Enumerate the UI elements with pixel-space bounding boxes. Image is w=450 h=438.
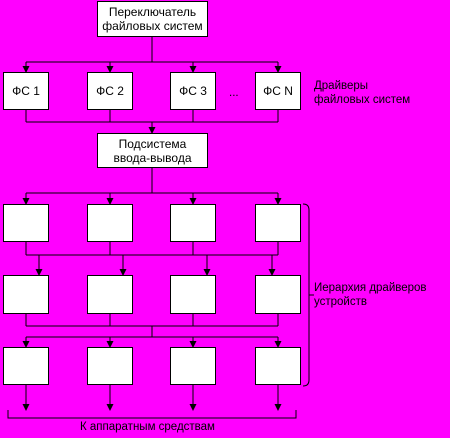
device-driver-box <box>87 275 133 314</box>
device-driver-box <box>3 275 49 314</box>
device-driver-box <box>87 347 133 385</box>
device-driver-box <box>3 204 49 242</box>
fs-ellipsis: ... <box>229 87 239 99</box>
fs-driver-n-box: ФС N <box>255 72 301 110</box>
device-driver-box <box>3 347 49 385</box>
device-driver-box <box>255 347 301 385</box>
device-driver-box <box>255 275 301 314</box>
fs-driver-2-box: ФС 2 <box>87 72 133 110</box>
fs-driver-1-box: ФС 1 <box>3 72 49 110</box>
io-subsystem-box: Подсистема ввода-вывода <box>97 133 208 168</box>
device-driver-box <box>255 204 301 242</box>
fs-driver-3-box: ФС 3 <box>170 72 216 110</box>
device-driver-box <box>170 347 216 385</box>
fs-drivers-label: Драйверы файловых систем <box>314 80 411 106</box>
device-driver-box <box>170 275 216 314</box>
hardware-label: К аппаратным средствам <box>80 421 215 433</box>
file-system-switch-box: Переключатель файловых систем <box>97 1 208 37</box>
device-hierarchy-label: Иерархия драйверов устройств <box>314 282 427 308</box>
device-driver-box <box>87 204 133 242</box>
device-driver-box <box>170 204 216 242</box>
